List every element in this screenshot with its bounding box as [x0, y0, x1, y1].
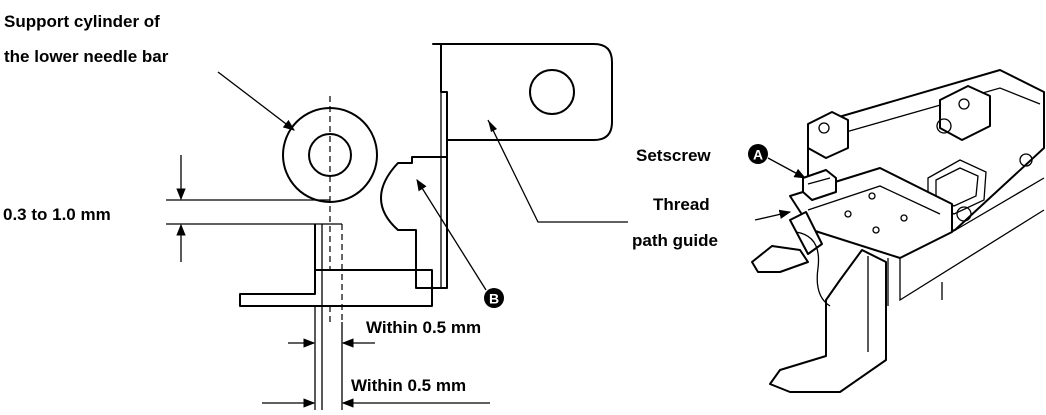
thread-path-guide-part: [380, 43, 613, 289]
thread-guide-leader-left: [487, 119, 628, 223]
support-cylinder-leader: [217, 71, 295, 131]
thread-guide-leader-right: [754, 209, 792, 221]
marker-b-letter: B: [489, 291, 499, 307]
gap-dimension: [166, 155, 342, 262]
support-cylinder-label-line2: the lower needle bar: [4, 47, 169, 66]
setscrew-leader: [767, 157, 807, 179]
gap-dimension-label: 0.3 to 1.0 mm: [3, 205, 111, 224]
lower-plate: [239, 269, 433, 307]
within-lower-label: Within 0.5 mm: [351, 376, 466, 395]
marker-b-leader: [416, 179, 487, 291]
within-upper-label: Within 0.5 mm: [366, 318, 481, 337]
thread-guide-leader-arrowhead: [488, 120, 497, 132]
thread-guide-label-line2: path guide: [632, 231, 718, 250]
support-cylinder-label-line1: Support cylinder of: [4, 12, 160, 31]
guide-hole: [529, 69, 575, 115]
marker-a-letter: A: [753, 147, 763, 163]
setscrew-label: Setscrew: [636, 146, 711, 165]
mechanism-illustration: [751, 69, 1045, 393]
marker-a: A: [748, 144, 768, 164]
marker-b: B: [484, 288, 504, 308]
thread-guide-label-line1: Thread: [653, 195, 710, 214]
